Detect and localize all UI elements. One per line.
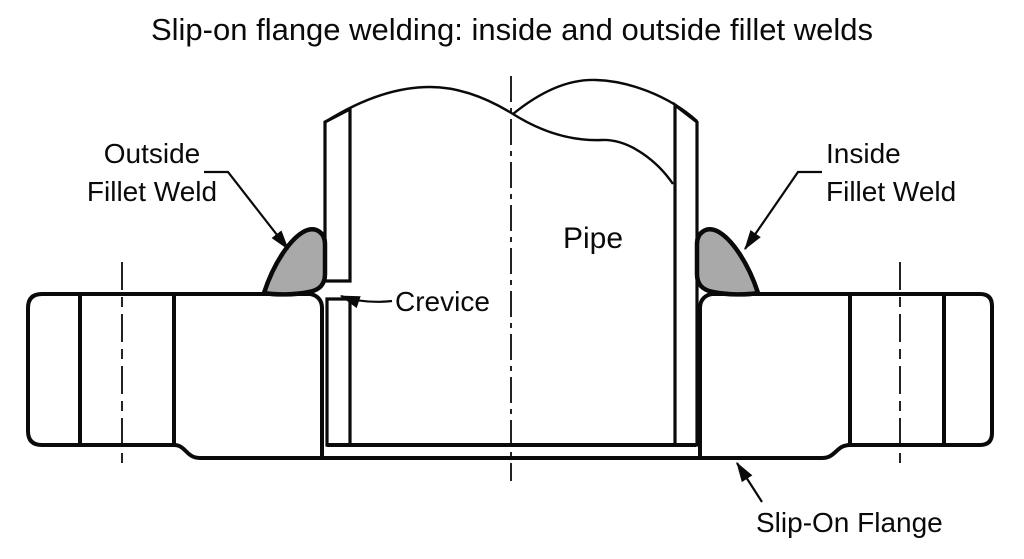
pipe-left-wall-upper (323, 106, 352, 283)
crevice-leader (339, 294, 393, 309)
flange-right-outer-section (942, 292, 994, 447)
diagram-title: Slip-on flange welding: inside and outsi… (151, 12, 873, 47)
inside-weld-leader (744, 170, 822, 251)
flange-leader (736, 461, 763, 503)
pipe-break-curve-lower-right (512, 112, 674, 185)
flange-left-outer-section (26, 292, 82, 447)
outside-weld-label-line2: Fillet Weld (87, 176, 217, 207)
pipe-break-curve-left (324, 85, 514, 124)
pipe-break-curve-upper-right (512, 78, 698, 122)
inside-fillet-weld-shape (694, 227, 761, 297)
outside-weld-label-line1: Outside (104, 138, 201, 169)
inside-weld-label-line1: Inside (826, 138, 901, 169)
pipe-label: Pipe (563, 222, 623, 255)
flange-left-inner-section (172, 292, 324, 460)
pipe-right-wall (673, 101, 699, 447)
pipe-left-wall-lower (325, 297, 352, 447)
crevice-label: Crevice (395, 286, 490, 317)
inside-weld-label-line2: Fillet Weld (826, 176, 956, 207)
outside-fillet-weld-shape (261, 227, 328, 297)
outside-weld-leader (204, 170, 289, 250)
flange-right-inner-section (698, 292, 852, 460)
flange-label: Slip-On Flange (756, 507, 943, 538)
